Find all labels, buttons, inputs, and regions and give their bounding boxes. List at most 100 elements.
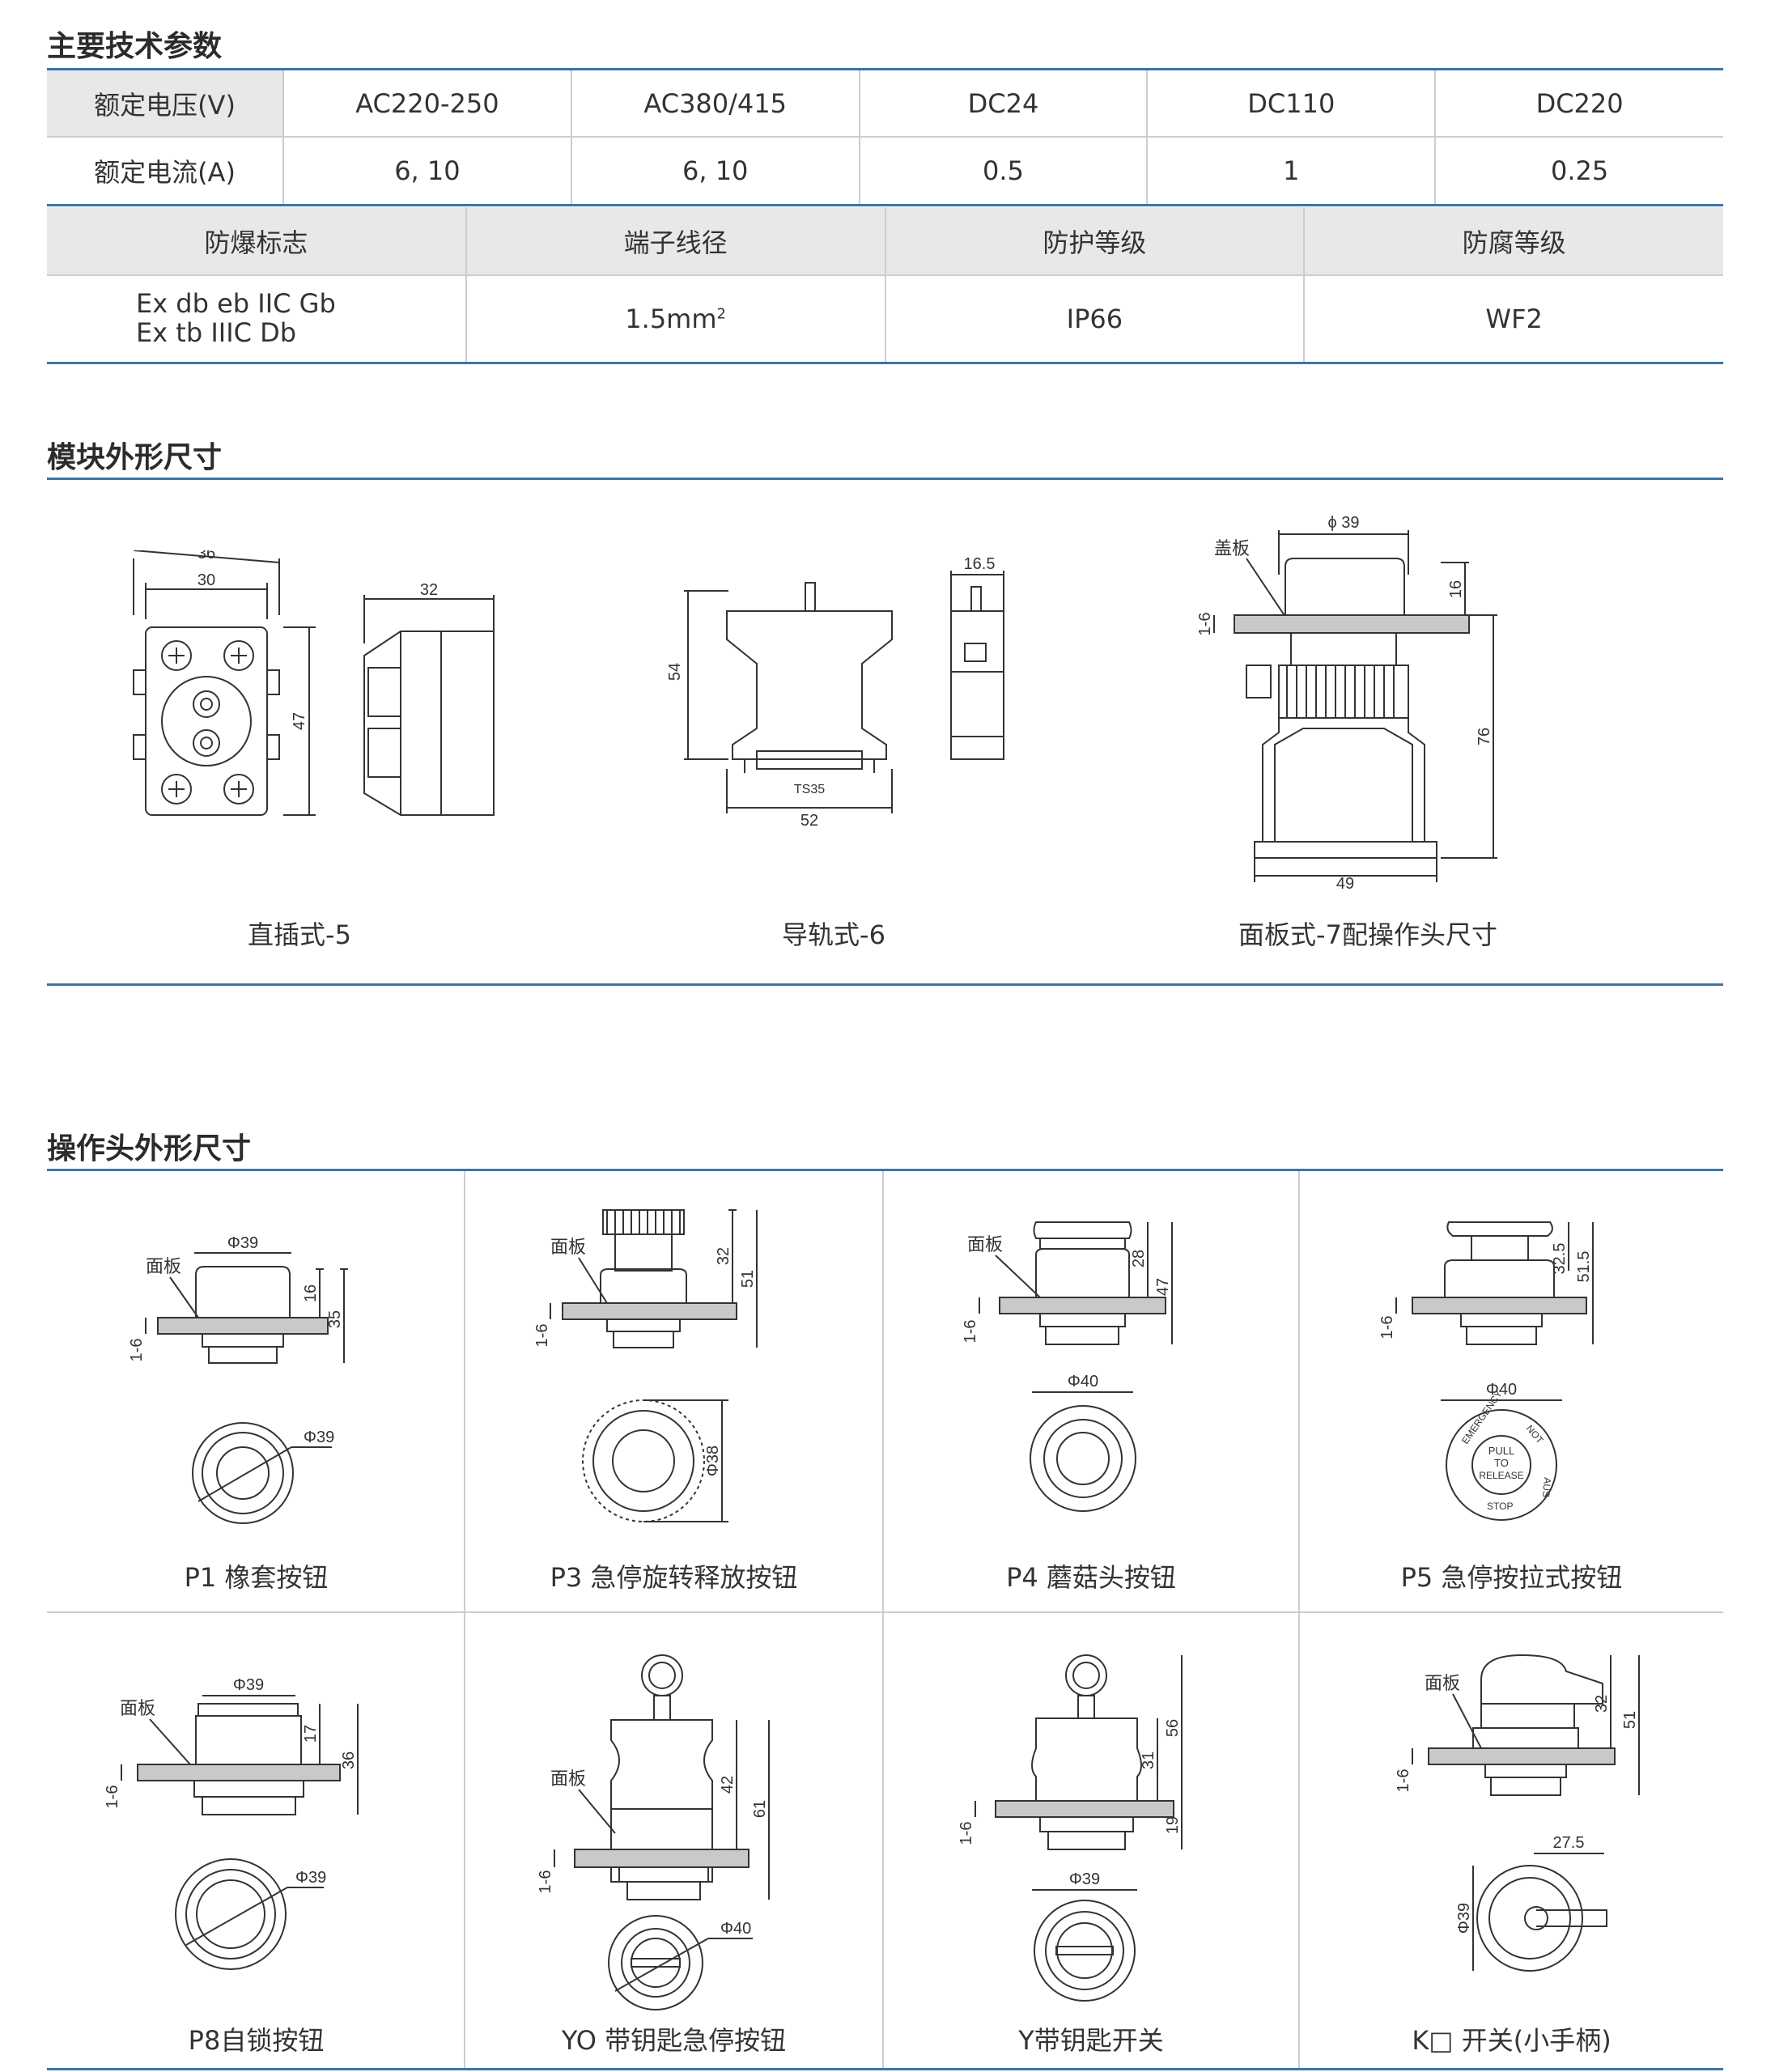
p8-panel-label: 面板 — [120, 1699, 155, 1719]
p5-phi-bottom: Φ40 — [1486, 1381, 1517, 1399]
voltage-cell: DC24 — [858, 70, 1148, 137]
p3-range: 1-6 — [534, 1324, 551, 1348]
wf-cell: WF2 — [1303, 275, 1723, 363]
p4-phi-bottom: Φ40 — [1068, 1373, 1098, 1391]
p5-h1: 32.5 — [1551, 1243, 1569, 1275]
module-rail-drawing: 54 TS35 52 16.5 — [664, 550, 1028, 826]
section-rule — [47, 2068, 1723, 2070]
p3-h1: 32 — [715, 1247, 733, 1265]
p4-h1: 28 — [1130, 1250, 1148, 1267]
p5-aus-text: AUS — [1540, 1477, 1553, 1498]
head-p5-caption: P5 急停按拉式按钮 — [1400, 1562, 1623, 1593]
yo-range: 1-6 — [537, 1870, 554, 1894]
p5-release-text: RELEASE — [1479, 1470, 1523, 1481]
wire-size: 1.5mm — [625, 303, 717, 334]
dim-54: 54 — [666, 663, 684, 681]
ex-mark-line2: Ex tb IIIC Db — [135, 317, 297, 349]
section-title-head-dims: 操作头外形尺寸 — [47, 1132, 252, 1166]
section-rule — [47, 478, 1723, 480]
y-h3: 19 — [1164, 1816, 1182, 1834]
section-title-tech-params: 主要技术参数 — [47, 30, 223, 63]
p1-range: 1-6 — [128, 1339, 146, 1362]
protection-header-row: 防爆标志 端子线径 防护等级 防腐等级 — [47, 207, 1723, 275]
yo-panel-label: 面板 — [550, 1769, 586, 1790]
head-yo-drawing: 面板 1-6 42 61 Φ40 — [534, 1639, 826, 2019]
k-phi-side: Φ39 — [1455, 1903, 1473, 1934]
p4-panel-label: 面板 — [967, 1235, 1003, 1255]
k-h2: 51 — [1621, 1711, 1639, 1729]
p5-to-text: TO — [1494, 1457, 1509, 1469]
y-h1: 31 — [1140, 1751, 1157, 1769]
voltage-cell: AC220-250 — [282, 70, 571, 137]
protection-table: 防爆标志 端子线径 防护等级 防腐等级 Ex db eb IIC Gb Ex t… — [47, 207, 1723, 364]
voltage-label: 额定电压(V) — [47, 70, 283, 137]
module-panel-caption: 面板式-7配操作头尺寸 — [1238, 919, 1497, 950]
p8-h1: 17 — [302, 1725, 320, 1743]
current-cell: 1 — [1146, 137, 1436, 205]
p8-range: 1-6 — [104, 1785, 121, 1809]
y-range: 1-6 — [958, 1822, 975, 1845]
section-title-module-dims: 模块外形尺寸 — [47, 441, 223, 474]
p5-stop-text: STOP — [1487, 1501, 1513, 1512]
protection-value-row: Ex db eb IIC Gb Ex tb IIIC Db 1.5mm2 IP6… — [47, 275, 1723, 363]
grid-divider — [464, 1171, 465, 2070]
p5-not-text: NOT — [1524, 1423, 1546, 1446]
rating-table: 额定电压(V) AC220-250 AC380/415 DC24 DC110 D… — [47, 70, 1723, 206]
dim-1-6: 1-6 — [1196, 613, 1214, 636]
k-h1: 32 — [1593, 1695, 1611, 1713]
section-rule — [47, 68, 1723, 70]
head-p8-drawing: Φ39 面板 1-6 17 36 Φ39 — [97, 1667, 405, 2007]
head-p1-caption: P1 橡套按钮 — [184, 1562, 329, 1593]
p1-phi-bottom: Φ39 — [304, 1429, 334, 1446]
dim-76: 76 — [1476, 728, 1493, 745]
p8-phi-top: Φ39 — [233, 1676, 264, 1694]
head-p4-caption: P4 蘑菇头按钮 — [1006, 1562, 1176, 1593]
current-row: 额定电流(A) 6, 10 6, 10 0.5 1 0.25 — [47, 137, 1723, 205]
dim-16-5: 16.5 — [964, 555, 996, 573]
p1-h1: 16 — [302, 1284, 320, 1302]
head-y-drawing: 1-6 31 56 19 Φ39 — [955, 1639, 1246, 2019]
grid-divider — [1298, 1171, 1300, 2070]
dim-52: 52 — [800, 812, 818, 826]
header-ex-mark: 防爆标志 — [47, 207, 466, 275]
p4-h2: 47 — [1154, 1278, 1172, 1296]
voltage-row: 额定电压(V) AC220-250 AC380/415 DC24 DC110 D… — [47, 70, 1723, 137]
dim-phi39: ϕ 39 — [1327, 514, 1359, 532]
current-label: 额定电流(A) — [47, 137, 283, 205]
head-p1-drawing: Φ39 面板 1-6 16 35 Φ39 — [121, 1230, 413, 1554]
p5-h2: 51.5 — [1575, 1251, 1593, 1283]
p5-pull-text: PULL — [1488, 1445, 1515, 1457]
dim-49: 49 — [1336, 875, 1354, 890]
p3-h2: 51 — [739, 1270, 757, 1288]
wire-exponent: 2 — [716, 305, 726, 323]
current-cell: 0.25 — [1434, 137, 1723, 205]
y-phi-bottom: Φ39 — [1069, 1870, 1100, 1888]
grid-divider — [882, 1171, 884, 2070]
dim-16: 16 — [1447, 580, 1465, 598]
grid-divider — [47, 1611, 1723, 1613]
k-range: 1-6 — [1395, 1769, 1412, 1793]
p4-range: 1-6 — [962, 1320, 979, 1344]
voltage-cell: DC220 — [1434, 70, 1723, 137]
wire-cell: 1.5mm2 — [465, 275, 885, 363]
head-y-caption: Y带钥匙开关 — [1018, 2025, 1164, 2056]
cover-plate-label: 盖板 — [1214, 539, 1250, 559]
head-k-drawing: 面板 1-6 32 51 27.5 Φ39 — [1392, 1639, 1684, 2019]
module-rail-caption: 导轨式-6 — [782, 919, 885, 950]
head-p5-drawing: 1-6 32.5 51.5 Φ40 PULL TO RELEASE EMERGE… — [1376, 1210, 1667, 1550]
voltage-cell: AC380/415 — [570, 70, 860, 137]
p3-phi-bottom: Φ38 — [704, 1446, 722, 1476]
current-cell: 0.5 — [858, 137, 1148, 205]
p5-emergency-text: EMERGENCY — [1459, 1388, 1505, 1446]
ts35-label: TS35 — [794, 783, 825, 796]
head-p4-drawing: 面板 1-6 28 47 Φ40 — [955, 1210, 1246, 1550]
section-rule — [47, 1169, 1723, 1171]
dim-32: 32 — [420, 581, 438, 599]
yo-h2: 61 — [751, 1800, 769, 1818]
p1-panel-label: 面板 — [146, 1257, 181, 1277]
module-direct-drawing: 36 30 47 32 — [121, 550, 510, 826]
ip-cell: IP66 — [884, 275, 1305, 363]
dim-36: 36 — [197, 550, 215, 563]
p5-range: 1-6 — [1378, 1316, 1396, 1340]
k-panel-label: 面板 — [1425, 1674, 1460, 1694]
